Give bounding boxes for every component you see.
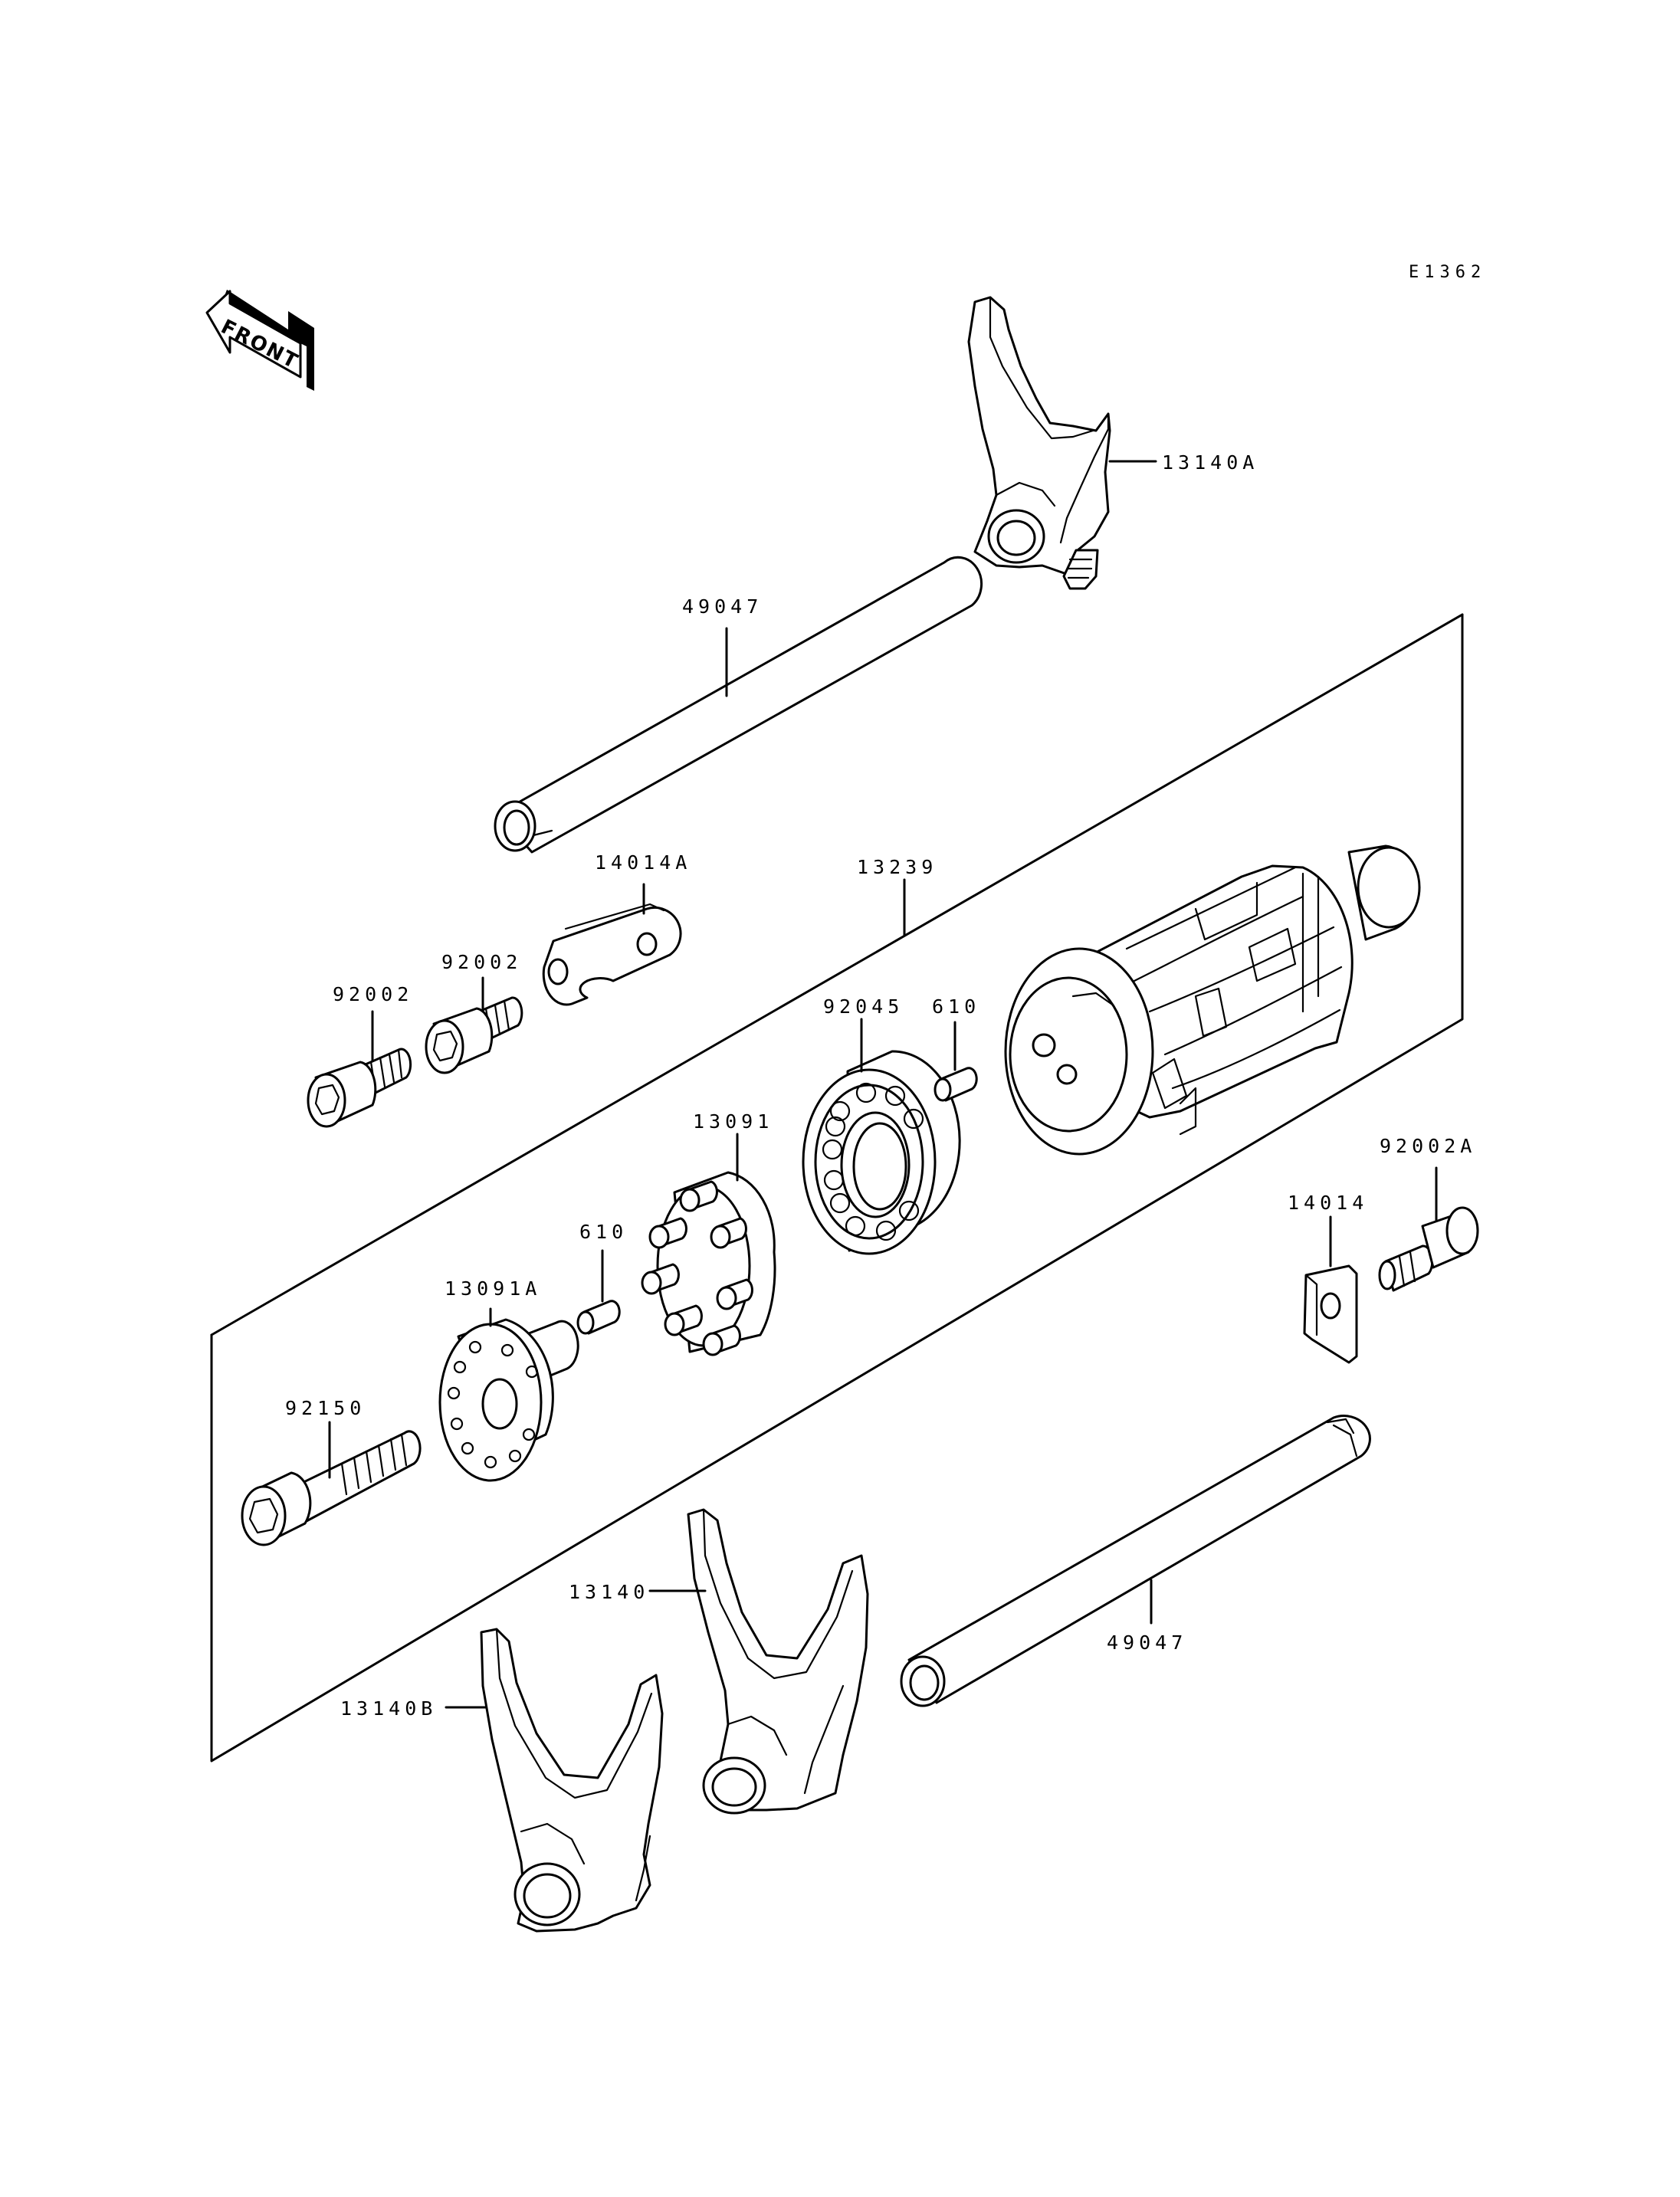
- callout-610-upper: 610: [932, 995, 980, 1018]
- shift-fork-13140a: [967, 296, 1111, 590]
- diagram-code: E1362: [1409, 263, 1486, 282]
- callout-13091a: 13091A: [445, 1277, 541, 1300]
- callout-13140: 13140: [569, 1581, 649, 1603]
- front-arrow-icon: FRONT: [205, 290, 314, 391]
- callout-92002-left: 92002: [333, 983, 413, 1005]
- callout-13140a: 13140A: [1162, 451, 1258, 474]
- shift-rod-upper: [494, 556, 983, 854]
- dowel-pin-610-upper: [934, 1067, 978, 1102]
- plate-14014: [1303, 1264, 1358, 1364]
- callout-92045: 92045: [823, 995, 904, 1018]
- callout-92150: 92150: [285, 1397, 366, 1419]
- callout-14014: 14014: [1288, 1192, 1368, 1214]
- callout-92002-mid: 92002: [441, 951, 522, 973]
- bolt-92002a: [1378, 1206, 1479, 1292]
- dowel-pin-610-lower: [576, 1300, 621, 1335]
- bolt-92150: [241, 1430, 422, 1546]
- shift-cam-13091a: [438, 1318, 579, 1482]
- shift-fork-13140b: [480, 1628, 664, 1933]
- callout-610-lower: 610: [579, 1221, 628, 1243]
- assembly-boundary: [210, 613, 1464, 1763]
- callout-13140b: 13140B: [340, 1697, 437, 1720]
- callout-49047-upper: 49047: [682, 595, 763, 618]
- bearing-92045: [802, 1050, 961, 1255]
- bolt-92002-left: [307, 1048, 412, 1128]
- shift-fork-13140: [687, 1508, 869, 1815]
- callout-13091: 13091: [693, 1110, 773, 1133]
- shift-drum-13239: [1004, 844, 1421, 1156]
- callout-92002a: 92002A: [1380, 1135, 1476, 1157]
- shift-cam-13091: [641, 1171, 776, 1356]
- shift-rod-lower: [900, 1415, 1371, 1707]
- bolt-92002-mid: [425, 996, 523, 1074]
- assembly-boundary-top: [210, 613, 1464, 1336]
- callout-14014a: 14014A: [595, 851, 691, 874]
- callout-49047-lower: 49047: [1107, 1631, 1187, 1654]
- bracket-14014a: [542, 903, 682, 1006]
- callout-13239: 13239: [857, 856, 937, 878]
